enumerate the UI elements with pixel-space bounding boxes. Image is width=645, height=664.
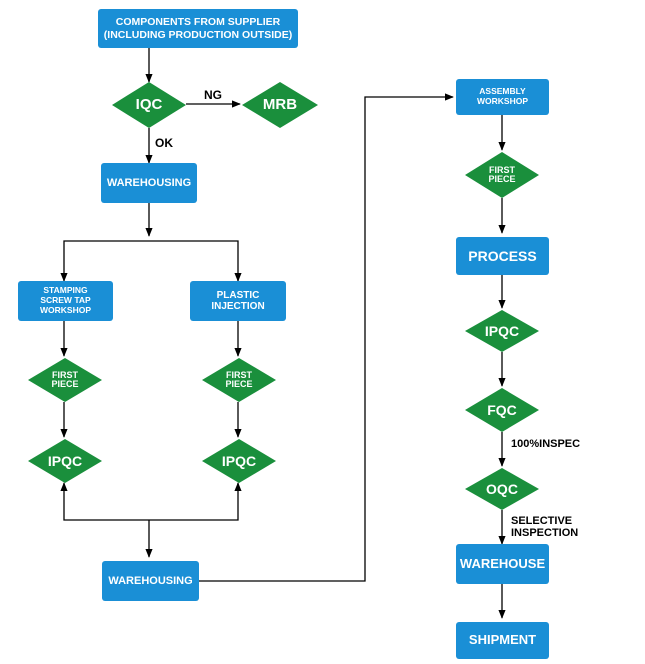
- process-box: PROCESS: [456, 237, 549, 275]
- ipqc-right-diamond: IPQC: [465, 310, 539, 352]
- ipqc-mid-diamond: IPQC: [202, 439, 276, 483]
- ok-label: OK: [155, 136, 173, 150]
- first-piece-left-diamond: FIRST PIECE: [28, 358, 102, 402]
- supplier-label: COMPONENTS FROM SUPPLIER (INCLUDING PROD…: [103, 16, 293, 41]
- warehouse-label: WAREHOUSE: [459, 555, 546, 571]
- iqc-label: IQC: [135, 96, 163, 114]
- warehousing-bottom-label: WAREHOUSING: [108, 574, 193, 587]
- oqc-label: OQC: [486, 480, 518, 497]
- shipment-box: SHIPMENT: [456, 622, 549, 659]
- first-piece-mid-diamond: FIRST PIECE: [202, 358, 276, 402]
- fqc-diamond: FQC: [465, 388, 539, 432]
- stamping-label: STAMPING SCREW TAP WORKSHOP: [40, 285, 91, 315]
- mrb-label: MRB: [262, 96, 298, 114]
- arrow-warehousing-to-assembly: [199, 93, 454, 582]
- assembly-workshop-box: ASSEMBLY WORKSHOP: [456, 79, 549, 115]
- plastic-injection-label: PLASTIC INJECTION: [211, 289, 265, 313]
- first-piece-mid-label: FIRST PIECE: [225, 369, 253, 389]
- ng-label: NG: [204, 88, 222, 102]
- process-label: PROCESS: [468, 247, 537, 264]
- warehousing-top-label: WAREHOUSING: [106, 176, 192, 189]
- ipqc-left-diamond: IPQC: [28, 439, 102, 483]
- supplier-box: COMPONENTS FROM SUPPLIER (INCLUDING PROD…: [98, 9, 298, 48]
- warehousing-top-box: WAREHOUSING: [101, 163, 197, 203]
- plastic-injection-box: PLASTIC INJECTION: [190, 281, 286, 321]
- warehousing-bottom-box: WAREHOUSING: [102, 561, 199, 601]
- first-piece-right-diamond: FIRST PIECE: [465, 152, 539, 198]
- mrb-diamond: MRB: [242, 82, 318, 128]
- first-piece-right-label: FIRST PIECE: [488, 164, 516, 184]
- shipment-label: SHIPMENT: [468, 632, 537, 648]
- assembly-workshop-label: ASSEMBLY WORKSHOP: [477, 86, 528, 106]
- ipqc-left-label: IPQC: [47, 452, 83, 469]
- ipqc-right-label: IPQC: [484, 322, 520, 339]
- branch-split: [60, 240, 242, 282]
- oqc-diamond: OQC: [465, 468, 539, 510]
- ipqc-mid-label: IPQC: [221, 452, 257, 469]
- selective-inspection-label: SELECTIVE INSPECTION: [511, 515, 579, 540]
- first-piece-left-label: FIRST PIECE: [51, 369, 79, 389]
- inspec-100-label: 100%INSPEC: [511, 438, 581, 450]
- fqc-label: FQC: [487, 401, 517, 418]
- warehouse-box: WAREHOUSE: [456, 544, 549, 584]
- branch-merge: [60, 482, 242, 521]
- iqc-diamond: IQC: [112, 82, 186, 128]
- stamping-box: STAMPING SCREW TAP WORKSHOP: [18, 281, 113, 321]
